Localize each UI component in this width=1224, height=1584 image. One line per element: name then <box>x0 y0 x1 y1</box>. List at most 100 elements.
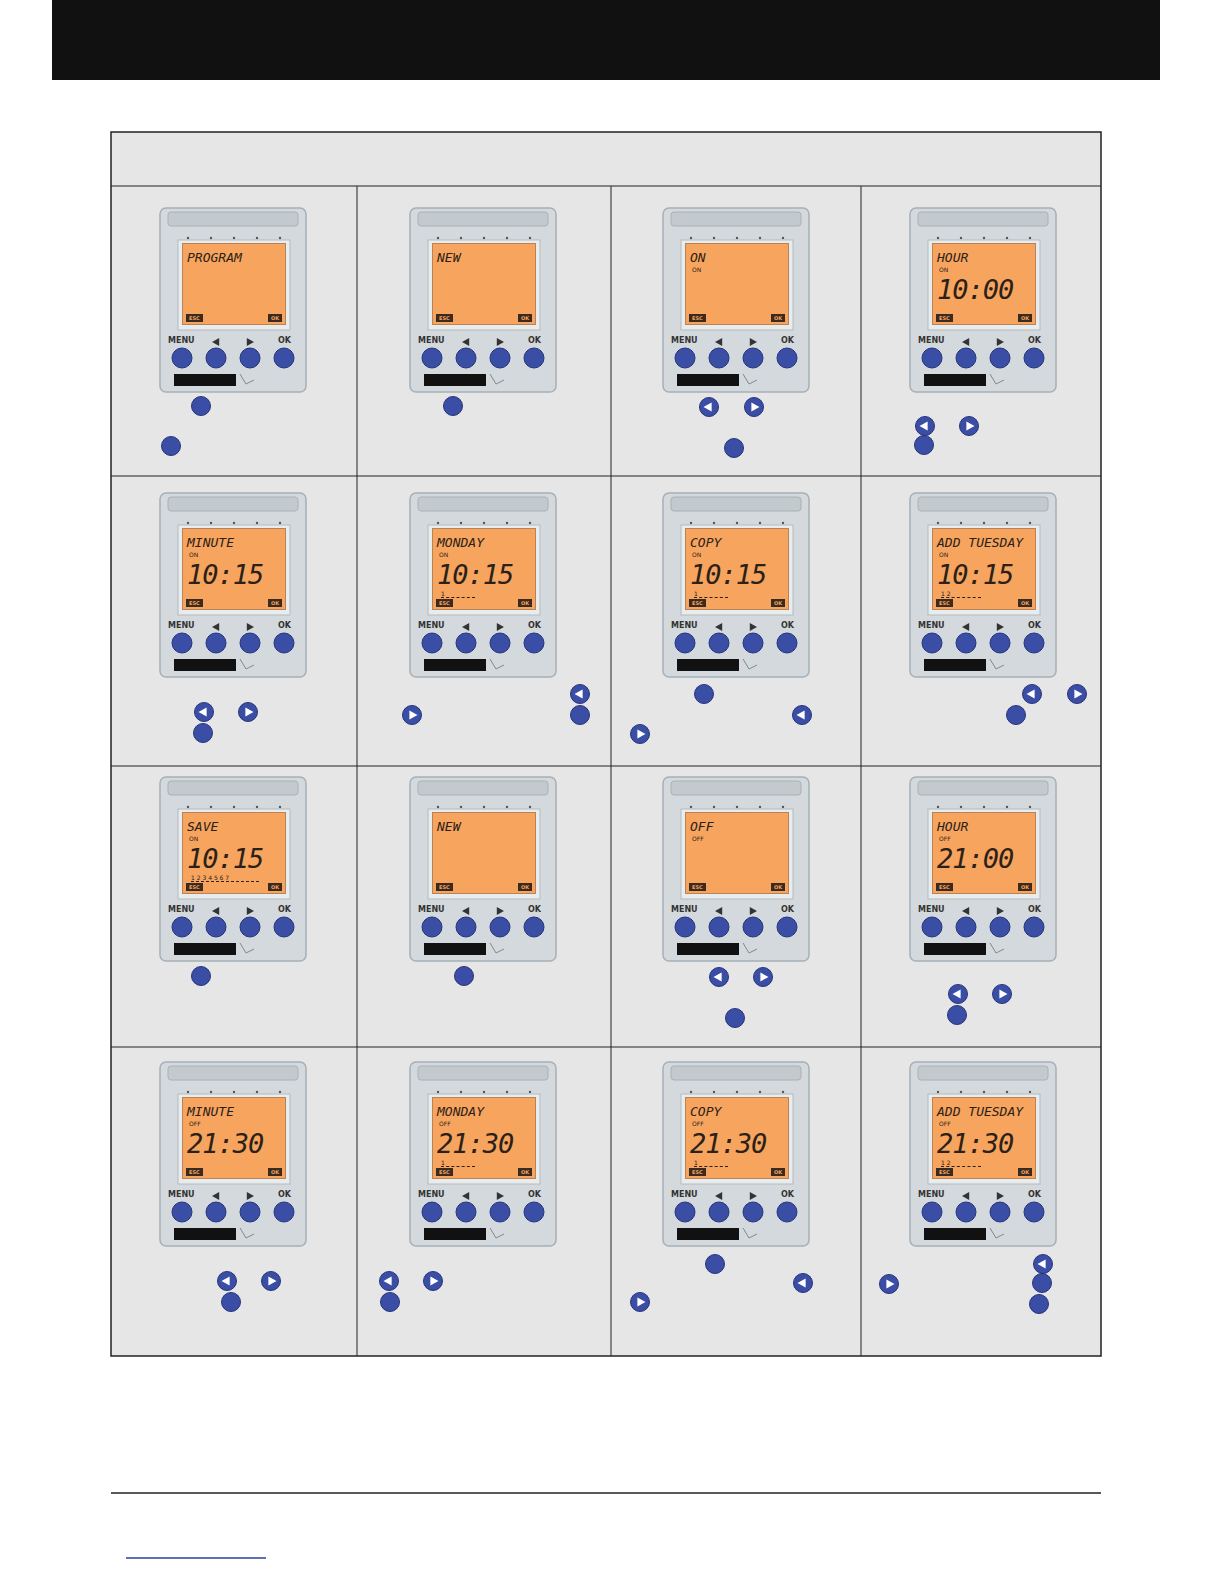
arrow-glyph <box>750 338 757 346</box>
dial-tick <box>210 522 212 524</box>
push-button <box>956 1202 976 1222</box>
seal-wire <box>743 1228 757 1238</box>
dial-tick <box>736 237 738 239</box>
push-button <box>922 633 942 653</box>
lcd-screen: HOURON10:00ESCOK <box>932 243 1036 325</box>
lcd-esc: ESC <box>436 1168 453 1176</box>
button-label: MENU <box>918 1190 945 1199</box>
lcd-screen: ADD TUESDAYOFF21:301 2ESCOK <box>932 1097 1036 1179</box>
timer-housing <box>160 208 306 392</box>
button-icon <box>192 397 211 416</box>
housing-clip <box>918 1066 1048 1080</box>
button-label: OK <box>278 905 291 914</box>
dial-tick <box>460 806 462 808</box>
button-icon <box>710 968 729 987</box>
lcd-ok: OK <box>1018 883 1032 891</box>
push-button <box>1024 633 1044 653</box>
button-icon <box>222 1293 241 1312</box>
table-rule <box>111 766 1101 767</box>
button-label: OK <box>528 1190 541 1199</box>
housing-clip <box>418 1066 548 1080</box>
lcd-esc: ESC <box>186 599 203 607</box>
arrow-glyph <box>999 990 1007 999</box>
timer-housing <box>410 493 556 677</box>
lcd-s: OFF <box>939 1120 951 1127</box>
arrow-glyph <box>575 690 583 699</box>
dial-tick <box>279 1091 281 1093</box>
arrow-glyph <box>637 730 645 739</box>
push-button <box>172 1202 192 1222</box>
lcd-ok: OK <box>518 599 532 607</box>
button-label: MENU <box>418 905 445 914</box>
button-icon <box>916 417 935 436</box>
button-label: OK <box>528 621 541 630</box>
dial-tick <box>782 806 784 808</box>
timer-housing <box>910 1062 1056 1246</box>
dial-tick <box>736 522 738 524</box>
seal-wire <box>743 943 757 953</box>
lcd-t: MINUTE <box>187 535 234 550</box>
lcd-clk: 10:15 <box>690 559 766 590</box>
arrow-glyph <box>212 1192 219 1200</box>
lcd-clk: 21:30 <box>690 1128 766 1159</box>
seal-wire <box>490 374 504 384</box>
push-button <box>524 917 544 937</box>
dial-tick <box>279 522 281 524</box>
lcd-clk: 21:00 <box>937 843 1013 874</box>
timer-housing <box>160 1062 306 1246</box>
button-icon <box>195 703 214 722</box>
lcd-bezel <box>928 809 1040 899</box>
lcd-bezel <box>928 525 1040 615</box>
table-rule <box>357 186 358 1356</box>
button-label: OK <box>1028 905 1041 914</box>
lcd-clk: 10:15 <box>937 559 1013 590</box>
button-icon <box>706 1255 725 1274</box>
arrow-glyph <box>715 338 722 346</box>
arrow-glyph <box>1027 690 1035 699</box>
lcd-t: OFF <box>690 819 713 834</box>
dial-tick <box>529 237 531 239</box>
dial-tick <box>960 806 962 808</box>
lcd-clk: 21:30 <box>437 1128 513 1159</box>
lcd-clk: 10:15 <box>187 843 263 874</box>
dial-tick <box>437 237 439 239</box>
dial-tick <box>256 1091 258 1093</box>
lcd-s: ON <box>692 266 701 273</box>
terminal-strip <box>677 374 739 386</box>
dial-tick <box>437 1091 439 1093</box>
lcd-t: COPY <box>690 535 721 550</box>
table-frame <box>111 132 1101 1356</box>
dial-tick <box>983 237 985 239</box>
arrow-glyph <box>1038 1260 1046 1269</box>
lcd-s: ON <box>939 266 948 273</box>
lcd-screen: OFFOFFESCOK <box>685 812 789 894</box>
push-button <box>456 633 476 653</box>
lcd-esc: ESC <box>186 314 203 322</box>
button-label: MENU <box>918 621 945 630</box>
dial-tick <box>279 806 281 808</box>
lcd-ok: OK <box>518 314 532 322</box>
lcd-s: ON <box>189 835 198 842</box>
button-icon <box>403 706 422 725</box>
lcd-screen: COPYOFF21:301ESCOK <box>685 1097 789 1179</box>
terminal-strip <box>924 659 986 671</box>
lcd-esc: ESC <box>689 883 706 891</box>
arrow-glyph <box>797 711 805 720</box>
timer-housing <box>910 493 1056 677</box>
lcd-t: HOUR <box>937 819 968 834</box>
lcd-screen: ONONESCOK <box>685 243 789 325</box>
arrow-glyph <box>462 338 469 346</box>
arrow-glyph <box>997 1192 1004 1200</box>
lcd-ok: OK <box>1018 1168 1032 1176</box>
lcd-esc: ESC <box>936 599 953 607</box>
push-button <box>172 348 192 368</box>
arrow-glyph <box>962 907 969 915</box>
push-button <box>172 633 192 653</box>
button-label: OK <box>781 336 794 345</box>
arrow-glyph <box>462 907 469 915</box>
button-label: OK <box>781 1190 794 1199</box>
push-button <box>922 348 942 368</box>
lcd-screen: NEWESCOK <box>432 812 536 894</box>
lcd-screen: COPYON10:151ESCOK <box>685 528 789 610</box>
